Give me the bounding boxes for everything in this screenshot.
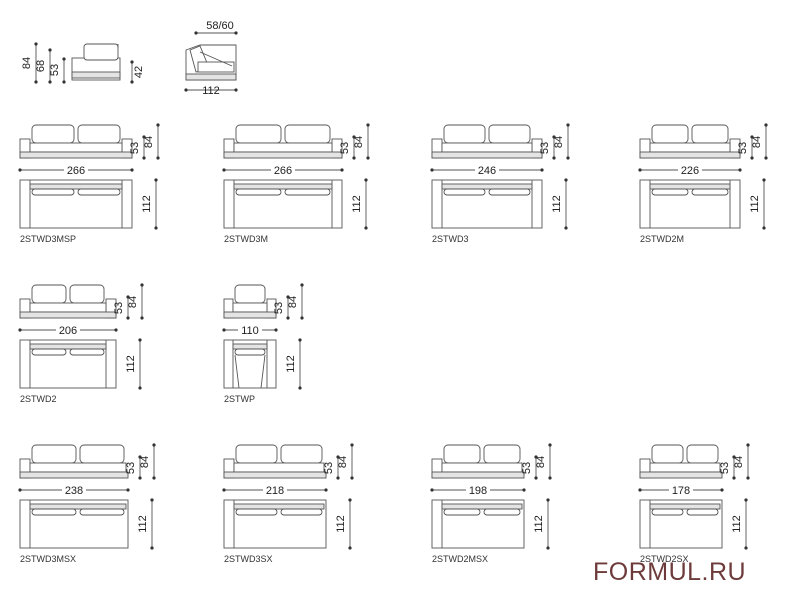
- back-cushion: [235, 444, 278, 464]
- seat-height-label: 53: [125, 462, 137, 474]
- depth-label: 112: [533, 515, 545, 533]
- back-cushion: [651, 124, 689, 144]
- depth-label: 112: [731, 515, 743, 533]
- total-height-label: 84: [535, 456, 547, 468]
- width-label: 246: [478, 165, 496, 177]
- back-cushion: [488, 124, 531, 144]
- width-label: 218: [266, 485, 284, 497]
- width-label: 226: [681, 165, 699, 177]
- seat-height-label: 53: [521, 462, 533, 474]
- module-code-label: 2STWP: [224, 394, 255, 404]
- depth-label: 112: [141, 195, 153, 213]
- back-cushion: [79, 444, 125, 464]
- side-depth-label: 112: [202, 85, 220, 97]
- module-code-label: 2STWD3: [432, 234, 469, 244]
- back-cushion: [31, 284, 67, 304]
- seat-height-label: 53: [323, 462, 335, 474]
- back-cushion: [443, 124, 486, 144]
- module-code-label: 2STWD3M: [224, 234, 268, 244]
- seat-height-label: 53: [737, 142, 749, 154]
- seat-height-label: 42: [133, 66, 145, 78]
- back-cushion: [651, 444, 684, 464]
- module-code-label: 2STWD2SX: [640, 554, 689, 564]
- depth-label: 112: [125, 355, 137, 373]
- total-height-label: 84: [139, 456, 151, 468]
- front-profile-view: 84 68 53 42: [21, 42, 145, 84]
- width-label: 178: [672, 485, 690, 497]
- back-cushion: [31, 444, 77, 464]
- height-84-label: 84: [21, 57, 33, 69]
- seat-height-label: 53: [539, 142, 551, 154]
- module-code-label: 2STWD3SX: [224, 554, 273, 564]
- seat-height-label: 53: [339, 142, 351, 154]
- total-height-label: 84: [353, 136, 365, 148]
- width-label: 266: [274, 165, 292, 177]
- back-cushion: [483, 444, 521, 464]
- back-cushion: [31, 124, 75, 144]
- module-code-label: 2STWD2M: [640, 234, 684, 244]
- total-height-label: 84: [337, 456, 349, 468]
- width-label: 266: [67, 165, 85, 177]
- width-label: 110: [241, 325, 259, 337]
- seat-height-label: 53: [273, 302, 285, 314]
- back-cushion: [69, 284, 105, 304]
- back-cushion: [691, 124, 729, 144]
- depth-label: 112: [749, 195, 761, 213]
- back-cushion: [234, 284, 266, 304]
- depth-label: 112: [335, 515, 347, 533]
- seat-height-label: 53: [129, 142, 141, 154]
- module-code-label: 2STWD2MSX: [432, 554, 488, 564]
- total-height-label: 84: [287, 296, 299, 308]
- total-height-label: 84: [733, 456, 745, 468]
- depth-label: 112: [285, 355, 297, 373]
- seat-height-label: 53: [113, 302, 125, 314]
- total-height-label: 84: [143, 136, 155, 148]
- back-cushion: [443, 444, 481, 464]
- side-profile-view: 58/60 112: [184, 20, 238, 97]
- back-cushion: [284, 124, 331, 144]
- back-cushion: [280, 444, 323, 464]
- module-code-label: 2STWD3MSX: [20, 554, 76, 564]
- module-code-label: 2STWD3MSP: [20, 234, 76, 244]
- width-label: 198: [469, 485, 487, 497]
- depth-top-label: 58/60: [206, 20, 234, 32]
- height-68-label: 68: [35, 60, 47, 72]
- width-label: 206: [59, 325, 77, 337]
- depth-label: 112: [351, 195, 363, 213]
- back-cushion: [686, 444, 719, 464]
- back-cushion: [235, 124, 282, 144]
- width-label: 238: [65, 485, 83, 497]
- seat-height-label: 53: [719, 462, 731, 474]
- depth-label: 112: [551, 195, 563, 213]
- total-height-label: 84: [127, 296, 139, 308]
- total-height-label: 84: [751, 136, 763, 148]
- height-53-label: 53: [49, 64, 61, 76]
- back-cushion: [77, 124, 121, 144]
- watermark-logo: FORMUL.RU: [593, 558, 747, 586]
- module-code-label: 2STWD2: [20, 394, 57, 404]
- depth-label: 112: [137, 515, 149, 533]
- total-height-label: 84: [553, 136, 565, 148]
